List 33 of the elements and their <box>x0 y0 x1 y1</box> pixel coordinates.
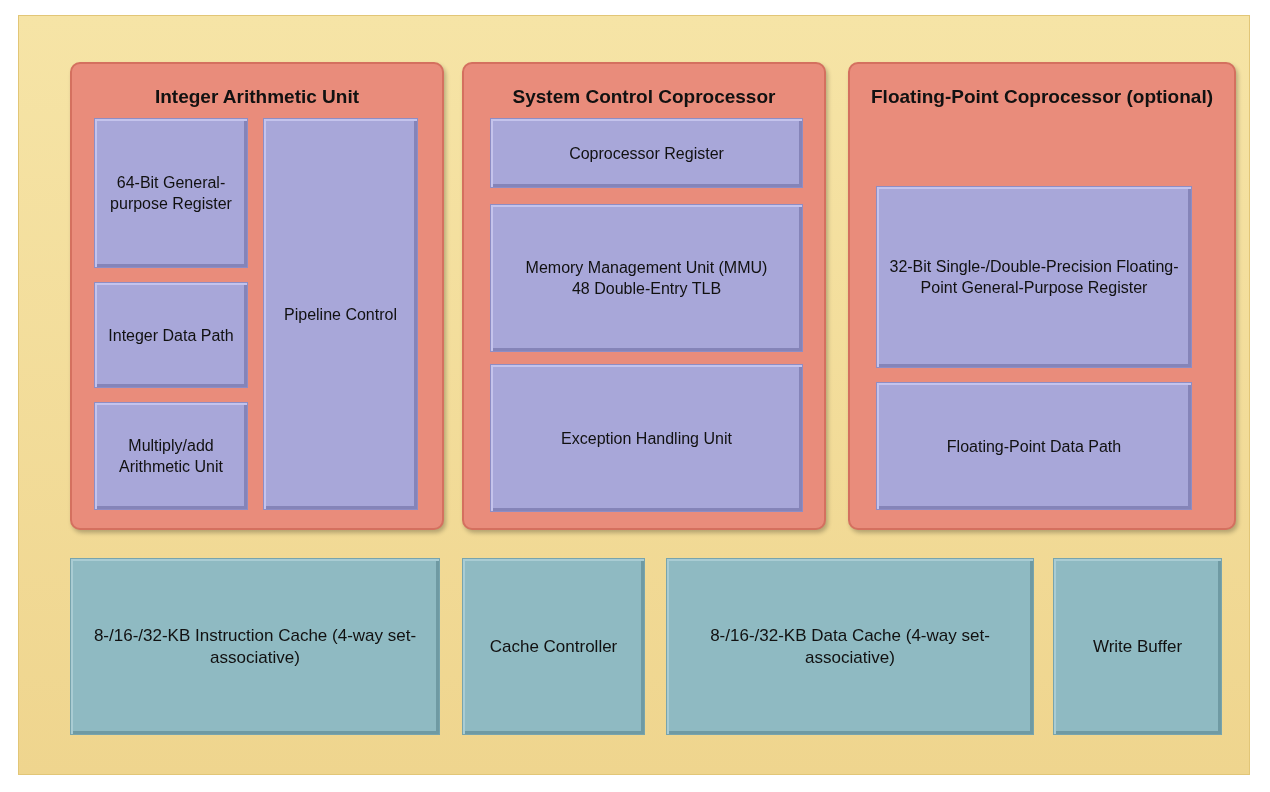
block-label: Coprocessor Register <box>569 143 724 164</box>
unit-panel <box>70 62 444 530</box>
component-block <box>490 364 803 512</box>
block-label: Exception Handling Unit <box>561 428 732 449</box>
cache-block <box>1053 558 1222 735</box>
component-block <box>876 186 1192 368</box>
unit-panel <box>848 62 1236 530</box>
block-label: Integer Data Path <box>108 325 234 346</box>
block-label: Floating-Point Data Path <box>946 436 1122 457</box>
cache-block <box>462 558 645 735</box>
component-block <box>490 204 803 352</box>
block-label: Pipeline Control <box>284 304 397 325</box>
panel-title: Floating-Point Coprocessor (optional) <box>870 86 1214 108</box>
block-label: 32-Bit Single-/Double-Precision Floating-Point General-Purpose Register <box>888 257 1180 298</box>
panel-title: Integer Arithmetic Unit <box>153 86 361 108</box>
component-block <box>490 118 803 188</box>
block-label: Memory Management Unit (MMU) <box>525 258 768 278</box>
block-label: Multiply/add Arithmetic Unit <box>118 436 224 477</box>
component-block <box>94 282 248 388</box>
cache-block <box>70 558 440 735</box>
component-block <box>263 118 418 510</box>
component-block <box>876 382 1192 510</box>
block-label: 48 Double-Entry TLB <box>571 279 722 299</box>
component-block <box>94 402 248 510</box>
block-label: 64-Bit General-purpose Register <box>109 173 233 214</box>
block-label: 8-/16-/32-KB Instruction Cache (4-way set-associative) <box>92 624 418 669</box>
cache-block <box>666 558 1034 735</box>
block-label: Write Buffer <box>1092 635 1183 658</box>
block-label: Cache Controller <box>489 635 618 658</box>
component-block <box>94 118 248 268</box>
panel-title: System Control Coprocessor <box>511 86 777 108</box>
block-label: 8-/16-/32-KB Data Cache (4-way set-associative) <box>709 624 991 669</box>
unit-panel <box>462 62 826 530</box>
